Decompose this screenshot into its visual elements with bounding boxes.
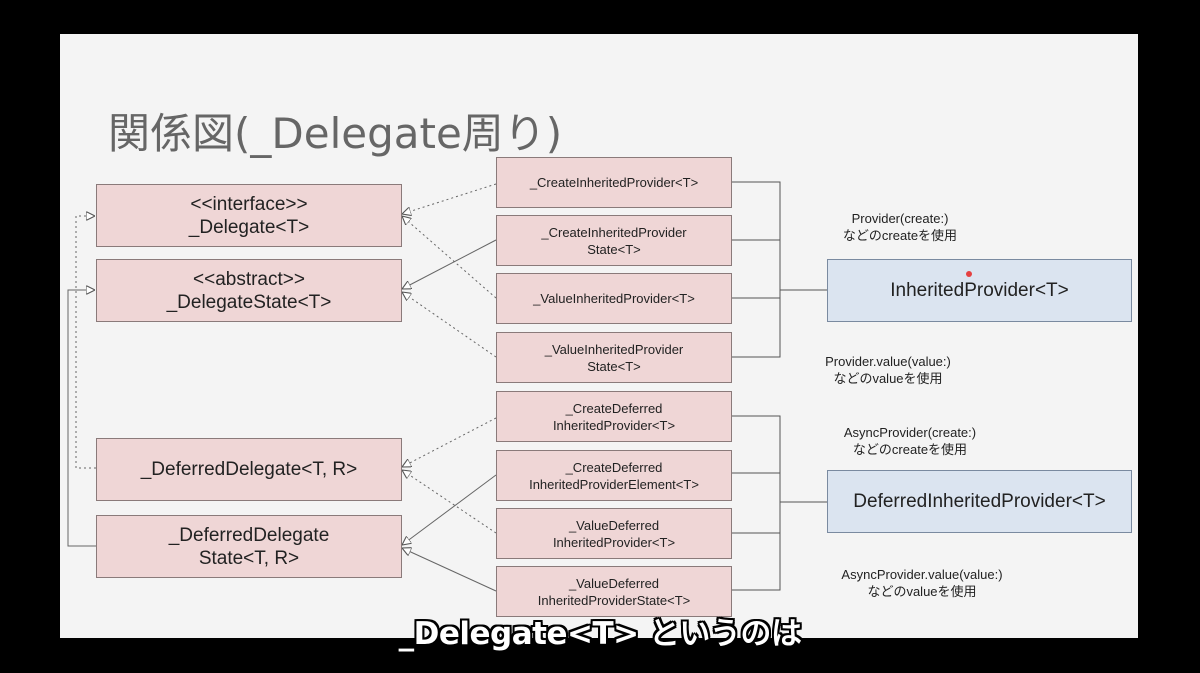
- class-name-label: _DelegateState<T>: [166, 291, 332, 313]
- slide-title: 関係図(_Delegate周り): [108, 109, 563, 158]
- value-provider-to-delegate-line: [402, 216, 497, 299]
- class-name-label-line2: InheritedProviderElement<T>: [529, 476, 699, 492]
- provider-value-note: Provider.value(value:) などのvalueを使用: [798, 353, 978, 387]
- create-element-to-deferred-state-line: [402, 474, 497, 545]
- delegate-interface-box: <<interface>> _Delegate<T>: [96, 184, 402, 247]
- value-inherited-provider-box: _ValueInheritedProvider<T>: [496, 273, 732, 324]
- class-name-label: _ValueDeferred: [568, 575, 660, 591]
- deferred-delegate-box: _DeferredDelegate<T, R>: [96, 438, 402, 501]
- class-name-label: _CreateDeferred: [565, 459, 663, 475]
- class-name-label-line2: State<T>: [587, 358, 641, 374]
- provider-create-note: Provider(create:) などのcreateを使用: [820, 210, 980, 244]
- class-name-label-line2: InheritedProviderState<T>: [537, 592, 691, 608]
- class-name-label-line2: InheritedProvider<T>: [552, 534, 676, 550]
- note-line: AsyncProvider(create:): [843, 425, 977, 440]
- stereotype-label: <<interface>>: [190, 193, 308, 215]
- value-state-to-deferred-state-line: [402, 548, 497, 592]
- note-line: などのvalueを使用: [833, 371, 943, 386]
- note-line: などのcreateを使用: [842, 228, 958, 243]
- deferred-state-to-delegate-state-line: [67, 290, 96, 547]
- class-name-label-line2: State<T, R>: [198, 547, 300, 569]
- create-provider-to-delegate-line: [402, 183, 497, 214]
- create-state-to-delegate-state-line: [402, 239, 497, 289]
- video-subtitle: _Delegate<T> というのは: [398, 616, 802, 652]
- class-name-label: _ValueInheritedProvider<T>: [533, 291, 695, 306]
- note-line: Provider(create:): [851, 211, 949, 226]
- note-line: AsyncProvider.value(value:): [841, 567, 1003, 582]
- class-name-label: _CreateDeferred: [565, 400, 663, 416]
- value-deferred-inherited-provider-box: _ValueDeferred InheritedProvider<T>: [496, 508, 732, 559]
- class-name-label: _ValueInheritedProvider: [544, 341, 684, 357]
- class-name-label: _DeferredDelegate<T, R>: [140, 459, 358, 480]
- create-deferred-to-deferred-delegate-line: [402, 417, 497, 467]
- pointer-dot: [966, 271, 972, 277]
- deferred-provider-bracket: [732, 415, 827, 591]
- note-line: などのvalueを使用: [867, 584, 977, 599]
- class-name-label-line2: InheritedProvider<T>: [552, 417, 676, 433]
- async-provider-create-note: AsyncProvider(create:) などのcreateを使用: [820, 424, 1000, 458]
- class-name-label: InheritedProvider<T>: [890, 279, 1069, 301]
- value-deferred-inherited-provider-state-box: _ValueDeferred InheritedProviderState<T>: [496, 566, 732, 617]
- class-name-label: _CreateInheritedProvider<T>: [529, 175, 699, 190]
- value-inherited-provider-state-box: _ValueInheritedProvider State<T>: [496, 332, 732, 383]
- inherited-provider-box: InheritedProvider<T>: [827, 259, 1132, 322]
- class-name-label: _DeferredDelegate: [168, 524, 330, 546]
- stereotype-label: <<abstract>>: [193, 268, 305, 290]
- note-line: Provider.value(value:): [825, 354, 951, 369]
- create-inherited-provider-box: _CreateInheritedProvider<T>: [496, 157, 732, 208]
- create-inherited-provider-state-box: _CreateInheritedProvider State<T>: [496, 215, 732, 266]
- async-provider-value-note: AsyncProvider.value(value:) などのvalueを使用: [822, 566, 1022, 600]
- class-name-label: _Delegate<T>: [188, 216, 310, 238]
- class-name-label-line2: State<T>: [587, 241, 641, 257]
- class-name-label: _ValueDeferred: [568, 517, 660, 533]
- deferred-delegate-state-box: _DeferredDelegate State<T, R>: [96, 515, 402, 578]
- inherited-provider-bracket: [732, 181, 827, 358]
- deferred-inherited-provider-box: DeferredInheritedProvider<T>: [827, 470, 1132, 533]
- class-name-label: DeferredInheritedProvider<T>: [853, 490, 1106, 512]
- note-line: などのcreateを使用: [852, 442, 968, 457]
- create-deferred-inherited-provider-element-box: _CreateDeferred InheritedProviderElement…: [496, 450, 732, 501]
- value-deferred-to-deferred-delegate-line: [402, 470, 497, 534]
- deferred-delegate-to-delegate-line: [75, 216, 96, 469]
- create-deferred-inherited-provider-box: _CreateDeferred InheritedProvider<T>: [496, 391, 732, 442]
- class-name-label: _CreateInheritedProvider: [541, 224, 687, 240]
- delegate-state-abstract-box: <<abstract>> _DelegateState<T>: [96, 259, 402, 322]
- value-state-to-delegate-state-line: [402, 292, 497, 358]
